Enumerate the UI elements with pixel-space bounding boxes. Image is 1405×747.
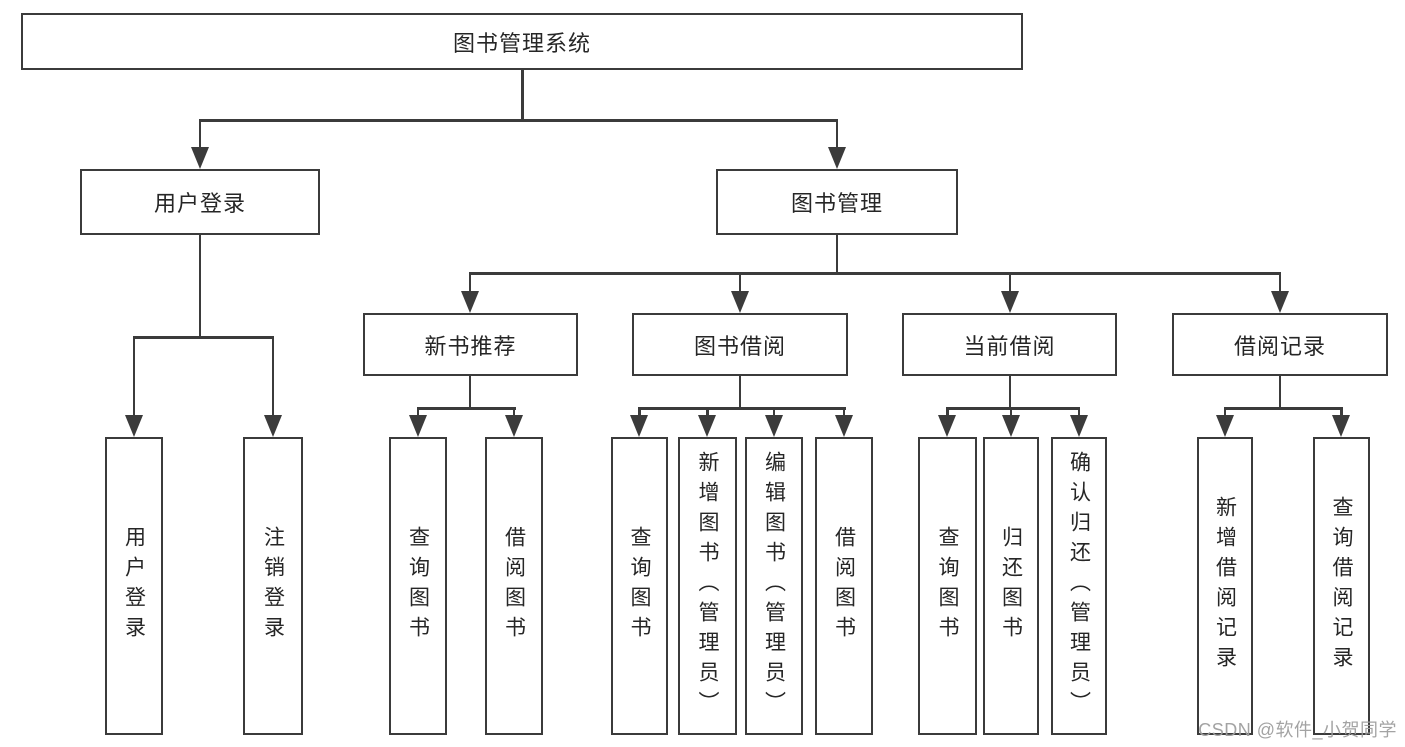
connector-stem-leaf [706, 407, 709, 418]
leaf-borrowing-query-books: 查询图书 [611, 437, 668, 735]
connector-stem-leaf [772, 407, 776, 418]
arrow-down-icon [1271, 291, 1289, 313]
leaf-record-add-label: 新增借阅记录 [1213, 496, 1237, 676]
leaf-record-add: 新增借阅记录 [1197, 437, 1253, 735]
leaf-user-login: 用户登录 [105, 437, 163, 735]
node-book-borrowing: 图书借阅 [632, 313, 848, 376]
node-borrowing-records-label: 借阅记录 [1233, 333, 1326, 359]
connector-stem-leaf [271, 336, 275, 417]
connector-stem-book-mgmt [835, 119, 839, 149]
arrow-down-icon [1332, 415, 1350, 437]
arrow-down-icon [765, 415, 783, 437]
arrow-down-icon [1001, 291, 1019, 313]
arrow-down-icon [630, 415, 648, 437]
leaf-current-return-books-label: 归还图书 [999, 526, 1023, 646]
arrow-down-icon [191, 147, 209, 169]
node-user-login: 用户登录 [80, 169, 320, 235]
node-root-label: 图书管理系统 [452, 30, 591, 56]
leaf-record-query: 查询借阅记录 [1313, 437, 1370, 735]
leaf-current-return-books: 归还图书 [983, 437, 1039, 735]
node-new-book-recommend: 新书推荐 [363, 313, 578, 376]
leaf-borrowing-query-books-label: 查询图书 [628, 526, 651, 646]
leaf-borrowing-borrow-books: 借阅图书 [815, 437, 873, 735]
arrow-down-icon [938, 415, 956, 437]
leaf-newbook-borrow-books: 借阅图书 [485, 437, 543, 735]
leaf-logout-label: 注销登录 [261, 526, 285, 646]
connector-stem-leaf [946, 407, 949, 418]
arrow-down-icon [505, 415, 523, 437]
connector-level1-horizontal [199, 119, 838, 122]
arrow-down-icon [264, 415, 282, 437]
connector-group5-horizontal [1224, 407, 1343, 410]
node-root-system: 图书管理系统 [21, 13, 1023, 70]
connector-group4-horizontal [946, 407, 1080, 410]
connector-stem-leaf [416, 407, 420, 418]
arrow-down-icon [461, 291, 479, 313]
arrow-down-icon [1002, 415, 1020, 437]
connector-stem-leaf [842, 407, 846, 418]
node-current-borrowing: 当前借阅 [902, 313, 1117, 376]
connector-root-vertical [521, 69, 524, 119]
leaf-current-query-books: 查询图书 [918, 437, 977, 735]
node-borrowing-records: 借阅记录 [1172, 313, 1388, 376]
connector-level2-horizontal [469, 272, 1281, 275]
leaf-borrowing-edit-books-admin-label: 编辑图书（管理员） [762, 451, 786, 721]
connector-stem-leaf [512, 407, 516, 418]
connector-borrowrecord-vertical [1278, 374, 1282, 409]
leaf-current-confirm-return-admin-label: 确认归还（管理员） [1067, 451, 1091, 721]
connector-currentborrow-vertical [1008, 374, 1012, 409]
leaf-logout: 注销登录 [243, 437, 303, 735]
node-user-login-label: 用户登录 [153, 191, 246, 216]
connector-stem-leaf [1340, 407, 1343, 418]
arrow-down-icon [1070, 415, 1088, 437]
leaf-borrowing-add-books-admin: 新增图书（管理员） [678, 437, 737, 735]
connector-stem-level2 [738, 272, 742, 293]
leaf-newbook-borrow-books-label: 借阅图书 [502, 526, 526, 646]
leaf-user-login-label: 用户登录 [122, 526, 146, 646]
connector-stem-level2 [1278, 272, 1282, 293]
leaf-current-query-books-label: 查询图书 [936, 526, 959, 646]
connector-stem-leaf [638, 407, 641, 418]
node-current-borrowing-label: 当前借阅 [963, 333, 1056, 359]
leaf-newbook-query-books-label: 查询图书 [406, 526, 430, 646]
leaf-newbook-query-books: 查询图书 [389, 437, 447, 735]
arrow-down-icon [828, 147, 846, 169]
connector-stem-leaf [1223, 407, 1227, 418]
arrow-down-icon [409, 415, 427, 437]
connector-newbook-vertical [468, 374, 472, 409]
leaf-current-confirm-return-admin: 确认归还（管理员） [1051, 437, 1107, 735]
leaf-record-query-label: 查询借阅记录 [1330, 496, 1353, 676]
connector-stem-user-login [198, 119, 202, 149]
node-new-book-recommend-label: 新书推荐 [424, 333, 517, 359]
connector-bookborrow-vertical [738, 374, 742, 409]
node-book-management: 图书管理 [716, 169, 958, 235]
csdn-watermark: CSDN @软件_小贺同学 [1198, 720, 1397, 740]
node-book-borrowing-label: 图书借阅 [693, 333, 786, 359]
connector-stem-leaf [1009, 407, 1013, 418]
connector-userlogin-vertical [198, 235, 202, 337]
connector-group2-horizontal [417, 407, 516, 410]
leaf-borrowing-add-books-admin-label: 新增图书（管理员） [696, 451, 719, 721]
leaf-borrowing-borrow-books-label: 借阅图书 [832, 526, 856, 646]
connector-stem-leaf [1077, 407, 1081, 418]
connector-stem-leaf [132, 336, 136, 417]
arrow-down-icon [125, 415, 143, 437]
connector-bookmgmt-vertical [835, 235, 839, 274]
connector-stem-level2 [468, 272, 472, 293]
connector-stem-level2 [1008, 272, 1012, 293]
node-book-management-label: 图书管理 [790, 191, 883, 216]
connector-group1-horizontal [133, 336, 274, 339]
arrow-down-icon [835, 415, 853, 437]
arrow-down-icon [731, 291, 749, 313]
connector-group3-horizontal [638, 407, 846, 410]
leaf-borrowing-edit-books-admin: 编辑图书（管理员） [745, 437, 803, 735]
arrow-down-icon [698, 415, 716, 437]
arrow-down-icon [1216, 415, 1234, 437]
